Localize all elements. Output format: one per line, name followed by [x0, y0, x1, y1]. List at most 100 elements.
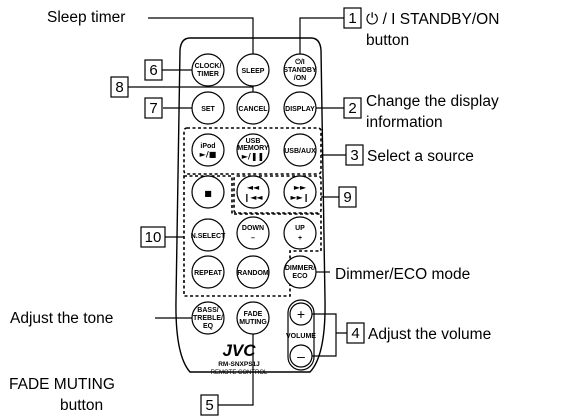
eco-label: ECO: [292, 273, 308, 280]
rewind-icon: ◄◄: [247, 183, 260, 192]
n-select-button[interactable]: N.SELECT: [191, 218, 226, 252]
callout-number-8: 8: [110, 76, 129, 98]
svg-text:7: 7: [149, 100, 157, 117]
down-label: DOWN: [242, 225, 264, 232]
skip-group-outline: [233, 175, 322, 214]
volume-plus-sign: +: [297, 306, 305, 322]
adjust-tone-callout: Adjust the tone: [10, 310, 113, 327]
on-label: /ON: [294, 75, 306, 82]
fade-muting-callout-line-1: FADE MUTING: [9, 376, 115, 393]
usb-memory-button[interactable]: USB MEMORY ►/❚❚: [236, 133, 270, 167]
standby-symbol-label: ⏻/I: [295, 58, 304, 66]
clock-timer-label-2: TIMER: [197, 71, 219, 78]
bass-label: BASS/: [197, 307, 218, 314]
callout-number-2: 2: [343, 97, 362, 119]
clock-timer-button[interactable]: CLOCK/ TIMER: [191, 53, 225, 87]
cancel-label: CANCEL: [238, 106, 268, 113]
fade-muting-button[interactable]: FADE MUTING: [236, 301, 270, 335]
remote-control-subtitle: REMOTE CONTROL: [211, 370, 268, 376]
adjust-volume-callout: Adjust the volume: [368, 326, 491, 343]
source-group-outline: [183, 127, 322, 175]
volume-rocker: + VOLUME –: [286, 299, 316, 371]
treble-label: TREBLE/: [193, 315, 223, 322]
usb-label: USB: [246, 138, 261, 145]
callout-number-5: 5: [200, 394, 219, 416]
random-label: RANDOM: [237, 270, 269, 277]
ipod-label: iPod: [200, 143, 215, 150]
select-source-callout: Select a source: [367, 148, 474, 165]
dimmer-label: DIMMER/: [285, 265, 315, 272]
volume-leader: [312, 313, 347, 357]
volume-minus-sign: –: [297, 348, 305, 364]
rewind-button[interactable]: ◄◄ ❙◄◄: [236, 175, 270, 209]
change-display-callout-line-2: information: [366, 114, 443, 131]
display-button[interactable]: DISPLAY: [283, 91, 317, 125]
display-label: DISPLAY: [285, 106, 315, 113]
usb-aux-button[interactable]: USB/AUX: [283, 133, 317, 167]
stop-button[interactable]: ■: [191, 175, 225, 209]
standby-on-callout-line-1: ⏻ / I STANDBY/ON: [366, 11, 499, 28]
svg-text:2: 2: [348, 100, 356, 117]
callout-number-3: 3: [345, 144, 364, 166]
svg-text:4: 4: [351, 325, 359, 342]
leader-lines: [128, 17, 347, 406]
callout-texts: Sleep timer ⏻ / I STANDBY/ON button Chan…: [9, 9, 499, 414]
svg-text:6: 6: [149, 62, 157, 79]
repeat-button[interactable]: REPEAT: [191, 255, 225, 289]
cancel-leader: [128, 86, 254, 92]
standby-on-callout-line-2: button: [366, 32, 409, 49]
model-number: RM-SNXPS1J: [218, 361, 260, 368]
skip-forward-icon: ►►❙: [290, 193, 309, 202]
callout-number-10: 10: [140, 226, 166, 248]
volume-label: VOLUME: [286, 333, 316, 340]
muting-label: MUTING: [239, 319, 267, 326]
standby-on-button[interactable]: ⏻/I STANDBY /ON: [283, 53, 317, 87]
fade-muting-callout-line-2: button: [60, 397, 103, 414]
play-stop-icon: ►/■: [200, 150, 217, 159]
up-plus: +: [298, 235, 302, 242]
sleep-button[interactable]: SLEEP: [236, 53, 270, 87]
number-boxes: 1 2 3 4 5 6 7 8 9 10: [110, 7, 365, 416]
cancel-button[interactable]: CANCEL: [236, 91, 270, 125]
play-pause-icon: ►/❚❚: [242, 152, 264, 161]
callout-number-4: 4: [346, 322, 365, 344]
set-button[interactable]: SET: [191, 91, 225, 125]
standby-leader: [299, 17, 344, 54]
n-select-label: N.SELECT: [191, 233, 226, 240]
memory-label: MEMORY: [237, 145, 269, 152]
down-minus: –: [251, 235, 255, 242]
jvc-logo: JVC: [222, 341, 256, 360]
fast-forward-icon: ►►: [294, 183, 307, 192]
playback-group-outline: [183, 175, 322, 297]
random-button[interactable]: RANDOM: [236, 255, 270, 289]
dimmer-eco-button[interactable]: DIMMER/ ECO: [283, 255, 317, 289]
stop-icon: ■: [204, 189, 212, 198]
clock-timer-label-1: CLOCK/: [195, 63, 222, 70]
fade-label: FADE: [244, 311, 263, 318]
repeat-label: REPEAT: [194, 270, 223, 277]
callout-number-7: 7: [144, 97, 163, 119]
down-button[interactable]: DOWN –: [236, 216, 270, 250]
svg-text:8: 8: [115, 79, 123, 96]
svg-text:9: 9: [343, 189, 351, 206]
up-button[interactable]: UP +: [283, 216, 317, 250]
group-outlines: [183, 127, 322, 297]
change-display-callout-line-1: Change the display: [366, 93, 499, 110]
bass-treble-eq-button[interactable]: BASS/ TREBLE/ EQ: [191, 301, 225, 335]
dimmer-eco-callout: Dimmer/ECO mode: [335, 266, 470, 283]
skip-back-icon: ❙◄◄: [243, 193, 263, 202]
ipod-button[interactable]: iPod ►/■: [191, 133, 225, 167]
up-label: UP: [295, 225, 305, 232]
callout-number-6: 6: [144, 59, 163, 81]
callout-number-1: 1: [343, 7, 362, 29]
svg-text:1: 1: [348, 10, 356, 27]
callout-number-9: 9: [338, 186, 357, 208]
sleep-timer-callout: Sleep timer: [47, 9, 125, 26]
fade-muting-leader: [218, 334, 254, 406]
sleep-timer-leader: [148, 17, 254, 54]
svg-text:10: 10: [145, 229, 162, 246]
standby-label: STANDBY: [283, 67, 317, 74]
sleep-label: SLEEP: [242, 68, 265, 75]
forward-button[interactable]: ►► ►►❙: [283, 175, 317, 209]
